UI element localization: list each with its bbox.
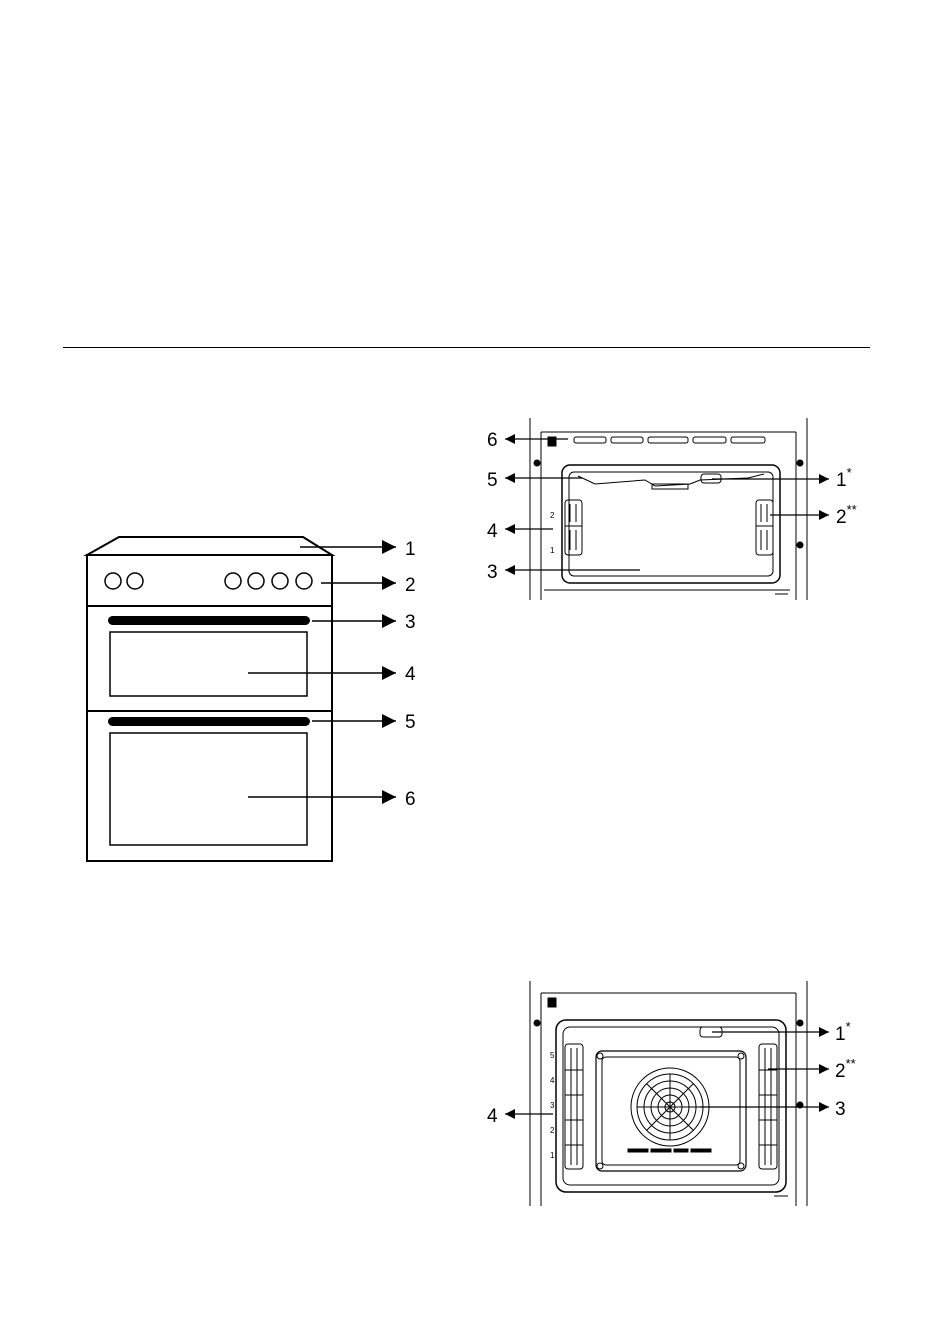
cooker-label-5: 5 bbox=[405, 712, 416, 733]
left-shelf-runner bbox=[565, 1044, 583, 1169]
cooker-label-3: 3 bbox=[405, 612, 416, 633]
main-shelf-number-2: 2 bbox=[550, 1126, 555, 1135]
top-shelf-number-1: 1 bbox=[550, 546, 555, 555]
fan-cover bbox=[596, 1051, 746, 1171]
corner-screw-icon bbox=[548, 437, 556, 446]
knob-icon bbox=[225, 573, 241, 589]
cooker-label-2: 2 bbox=[405, 575, 416, 596]
main-oven-handle bbox=[109, 718, 309, 725]
knob-icon bbox=[272, 573, 288, 589]
main-shelf-number-1: 1 bbox=[550, 1151, 555, 1160]
main-shelf-number-4: 4 bbox=[550, 1076, 555, 1085]
main-oven-label-1: 1* bbox=[835, 1019, 851, 1045]
left-shelf-runner bbox=[565, 500, 582, 555]
top-shelf-number-2: 2 bbox=[550, 511, 555, 520]
top-vents bbox=[574, 437, 765, 443]
control-knobs bbox=[105, 573, 312, 589]
cooker-label-4: 4 bbox=[405, 664, 416, 685]
top-oven-diagram bbox=[530, 418, 807, 600]
main-oven-label-3: 3 bbox=[835, 1099, 846, 1120]
cooker-body bbox=[87, 555, 332, 861]
top-oven-label-1: 1* bbox=[836, 465, 852, 491]
top-oven-label-4: 4 bbox=[487, 521, 498, 542]
fan-icon bbox=[631, 1068, 709, 1146]
top-oven-window bbox=[110, 632, 307, 696]
main-oven-label-4: 4 bbox=[487, 1106, 498, 1127]
top-oven-label-5: 5 bbox=[487, 470, 498, 491]
top-oven-label-2: 2** bbox=[836, 502, 857, 528]
cooker-front-diagram bbox=[87, 537, 332, 861]
top-oven-cavity bbox=[562, 465, 780, 583]
main-shelf-number-5: 5 bbox=[550, 1051, 555, 1060]
knob-icon bbox=[127, 573, 143, 589]
knob-icon bbox=[105, 573, 121, 589]
cooker-hob-lid bbox=[87, 537, 332, 555]
right-shelf-runner bbox=[756, 500, 773, 555]
knob-icon bbox=[248, 573, 264, 589]
top-oven-label-3: 3 bbox=[487, 562, 498, 583]
top-oven-handle bbox=[109, 617, 309, 624]
main-oven-label-2: 2** bbox=[835, 1056, 856, 1082]
top-oven-label-6: 6 bbox=[487, 430, 498, 451]
cooker-label-1: 1 bbox=[405, 539, 416, 560]
knob-icon bbox=[296, 573, 312, 589]
cooker-label-6: 6 bbox=[405, 789, 416, 810]
fan-vents bbox=[628, 1149, 711, 1152]
cooker-callouts bbox=[248, 547, 396, 797]
main-shelf-number-3: 3 bbox=[550, 1101, 555, 1110]
main-oven-diagram bbox=[530, 981, 807, 1206]
main-oven-window bbox=[110, 733, 307, 845]
grill-element bbox=[578, 474, 764, 489]
corner-screw-icon bbox=[548, 998, 556, 1007]
